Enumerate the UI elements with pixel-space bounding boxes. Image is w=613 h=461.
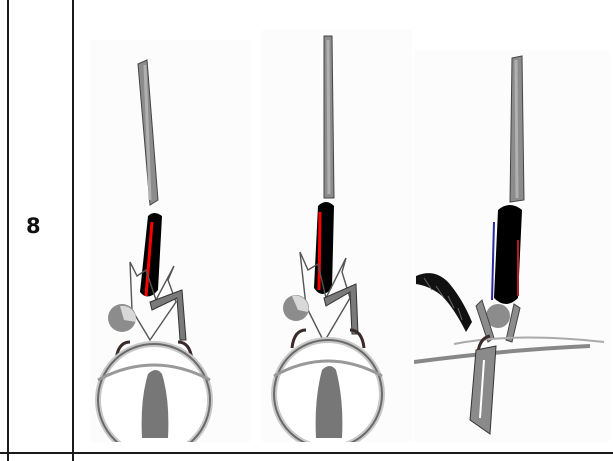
table-bottom-border <box>0 452 613 454</box>
gymnast-figure-2 <box>262 30 412 442</box>
gymnast-figure-1 <box>90 40 250 442</box>
table-column-divider <box>72 0 74 461</box>
table-left-border <box>7 0 9 461</box>
row-number: 8 <box>26 214 41 238</box>
gymnast-figure-3 <box>414 50 610 442</box>
